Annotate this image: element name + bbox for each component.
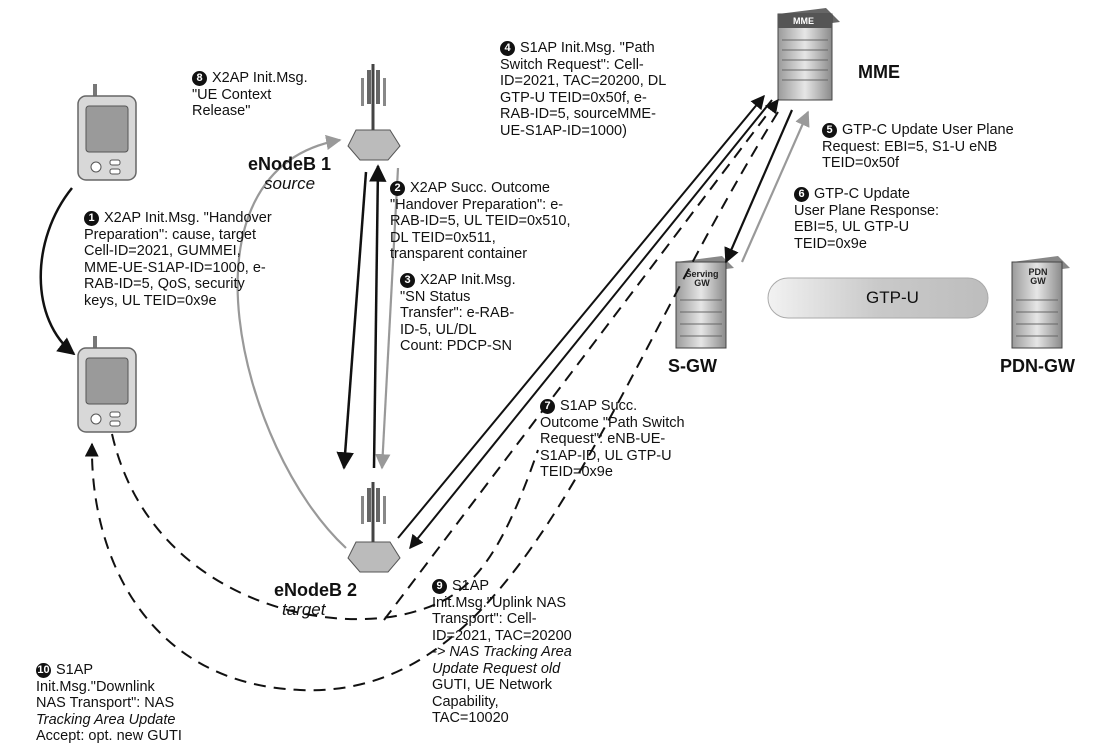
mme-server-icon (777, 8, 840, 101)
pgw-name: PDN-GW (1000, 356, 1075, 376)
arrow-2-handover-preparation-ack (369, 164, 387, 469)
arrow-8-ue-context-release (236, 134, 347, 549)
enodeb2-role: target (282, 600, 326, 619)
enodeb1-name: eNodeB 1 (248, 154, 332, 174)
mme-box-label: MME (793, 16, 814, 26)
pgw-server-icon (1011, 256, 1070, 349)
enodeb1-antenna-icon (347, 64, 401, 161)
ue-target-phone-icon (77, 336, 137, 433)
enodeb2-name: eNodeB 2 (274, 580, 358, 600)
arrow-10-downlink-nas-transport (84, 111, 779, 692)
mme-name: MME (858, 62, 900, 82)
ue-handover-arrow (39, 187, 76, 356)
gtpu-tunnel (767, 277, 989, 319)
arrow-7-path-switch-ack (409, 99, 773, 550)
sgw-server-icon (675, 256, 734, 349)
arrow-dashed-uplink-to-mme (383, 98, 779, 621)
arrow-3-sn-status-transfer (375, 167, 400, 470)
enodeb2-antenna-icon (347, 482, 401, 573)
arrow-1-handover-preparation (336, 171, 368, 470)
ue-source-phone-icon (77, 84, 137, 181)
arrow-4-path-switch-request (397, 94, 765, 539)
arrow-9-uplink-nas-transport (111, 433, 539, 621)
arrow-6-update-user-plane-response (740, 110, 810, 263)
arrow-5-update-user-plane-request (724, 109, 794, 264)
sgw-name: S-GW (668, 356, 717, 376)
enodeb1-role: source (264, 174, 316, 193)
gtpu-tunnel-label: GTP-U (866, 288, 919, 307)
